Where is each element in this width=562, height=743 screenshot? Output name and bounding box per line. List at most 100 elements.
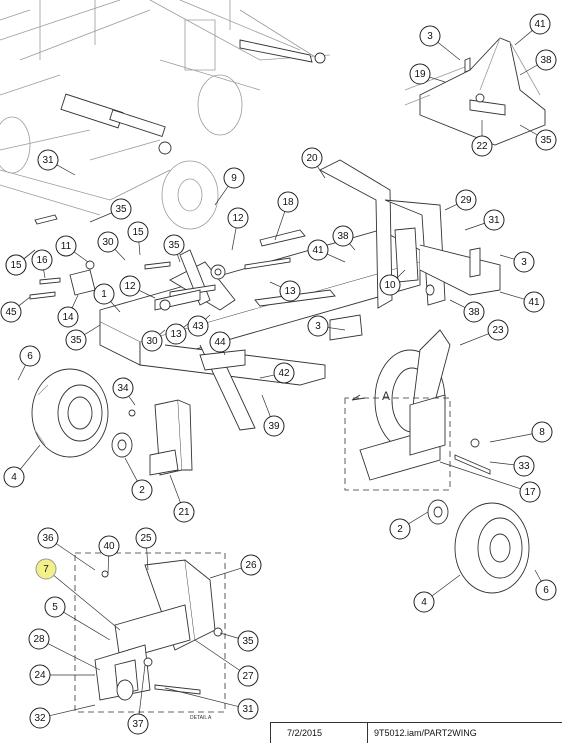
callout-bubble bbox=[127, 221, 149, 243]
callout-bubble bbox=[273, 362, 295, 384]
callout-bubble bbox=[237, 698, 259, 720]
callout-layer: 3411938223531209183512293115301535114138… bbox=[0, 13, 557, 735]
callout-bubble bbox=[301, 147, 323, 169]
callout-number: 3 bbox=[427, 31, 433, 42]
callout-number: 34 bbox=[117, 383, 129, 394]
callout-c30-b: 30 bbox=[141, 330, 163, 352]
leader-c20 bbox=[317, 166, 326, 179]
callout-c44: 44 bbox=[209, 331, 231, 353]
callout-c19: 19 bbox=[409, 63, 431, 85]
leader-c41-r bbox=[499, 291, 525, 300]
callout-number: 14 bbox=[62, 312, 74, 323]
callout-bubble bbox=[28, 628, 50, 650]
leader-c15-a bbox=[138, 241, 141, 256]
leader-c41-inset bbox=[514, 30, 533, 46]
leader-c31-r bbox=[464, 222, 485, 231]
leader-c13-a bbox=[269, 281, 282, 288]
inset-tower-view bbox=[404, 37, 546, 146]
callout-c31-top: 31 bbox=[37, 149, 59, 171]
callout-bubble bbox=[173, 501, 195, 523]
callout-number: 45 bbox=[5, 307, 17, 318]
callout-c16: 16 bbox=[31, 249, 53, 271]
drawing-filename: 9T5012.iam/PART2WING bbox=[374, 728, 477, 738]
callout-bubble bbox=[332, 225, 354, 247]
callout-c22: 22 bbox=[471, 135, 493, 157]
callout-c38-mid: 38 bbox=[332, 225, 354, 247]
callout-bubble bbox=[29, 664, 51, 686]
callout-number: 38 bbox=[337, 231, 349, 242]
callout-c6-r: 6 bbox=[535, 579, 557, 601]
callout-bubble bbox=[0, 301, 22, 323]
callout-bubble bbox=[110, 198, 132, 220]
leader-c19 bbox=[429, 76, 446, 83]
callout-number: 30 bbox=[146, 336, 158, 347]
callout-number: 7 bbox=[43, 564, 49, 575]
callout-bubble bbox=[93, 283, 115, 305]
callout-number: 19 bbox=[414, 69, 426, 80]
callout-bubble bbox=[419, 25, 441, 47]
callout-c23: 23 bbox=[487, 319, 509, 341]
leader-c10 bbox=[396, 269, 406, 279]
callout-c39: 39 bbox=[263, 415, 285, 437]
callout-bubble bbox=[529, 13, 551, 35]
callout-c35-b: 35 bbox=[163, 234, 185, 256]
callout-number: 41 bbox=[528, 297, 540, 308]
leader-c43 bbox=[205, 314, 211, 320]
callout-bubble bbox=[119, 275, 141, 297]
callout-number: 35 bbox=[242, 636, 254, 647]
callout-number: 6 bbox=[543, 585, 549, 596]
callout-c41-inset: 41 bbox=[529, 13, 551, 35]
callout-c31-b: 31 bbox=[237, 698, 259, 720]
leader-c25 bbox=[146, 547, 149, 571]
leader-c6-l bbox=[17, 364, 26, 381]
leader-c42 bbox=[259, 374, 275, 379]
callout-number: 27 bbox=[242, 671, 254, 682]
callout-number: 3 bbox=[521, 257, 527, 268]
callout-c20: 20 bbox=[301, 147, 323, 169]
leader-c6-r bbox=[534, 569, 542, 582]
callout-number: 31 bbox=[242, 704, 254, 715]
callout-number: 29 bbox=[460, 195, 472, 206]
callout-c7: 7 bbox=[35, 558, 57, 580]
callout-c37: 37 bbox=[127, 713, 149, 735]
leader-c38-inset bbox=[519, 64, 538, 76]
callout-number: 20 bbox=[306, 153, 318, 164]
callout-bubble bbox=[97, 231, 119, 253]
callout-bubble bbox=[3, 466, 25, 488]
leader-c17 bbox=[439, 461, 521, 490]
callout-number: 16 bbox=[36, 255, 48, 266]
callout-bubble bbox=[535, 49, 557, 71]
leader-c39 bbox=[261, 394, 271, 417]
callout-number: 4 bbox=[11, 472, 17, 483]
callout-c8: 8 bbox=[531, 421, 553, 443]
callout-number: 15 bbox=[132, 227, 144, 238]
callout-number: 2 bbox=[139, 485, 145, 496]
callout-number: 36 bbox=[42, 533, 54, 544]
callout-bubble bbox=[519, 481, 541, 503]
callout-bubble bbox=[57, 306, 79, 328]
callout-bubble bbox=[141, 330, 163, 352]
callout-bubble bbox=[237, 630, 259, 652]
callout-number: 12 bbox=[232, 213, 244, 224]
callout-number: 24 bbox=[34, 670, 46, 681]
callout-number: 40 bbox=[103, 541, 115, 552]
callout-bubble bbox=[471, 135, 493, 157]
detail-a-view: DETAIL A bbox=[74, 552, 226, 721]
callout-c3-r: 3 bbox=[513, 251, 535, 273]
leader-c26 bbox=[209, 567, 242, 579]
callout-number: 5 bbox=[52, 602, 58, 613]
callout-bubble bbox=[37, 149, 59, 171]
callout-number: 30 bbox=[102, 237, 114, 248]
leader-c3-inset bbox=[437, 41, 461, 61]
callout-bubble bbox=[135, 527, 157, 549]
callout-bubble bbox=[37, 527, 59, 549]
leader-c30-a bbox=[114, 249, 126, 261]
callout-bubble bbox=[55, 235, 77, 257]
callout-c43: 43 bbox=[187, 315, 209, 337]
leader-c3-r bbox=[499, 254, 515, 260]
callout-bubble bbox=[483, 209, 505, 231]
callout-c4-l: 4 bbox=[3, 466, 25, 488]
callout-c29: 29 bbox=[455, 189, 477, 211]
leader-c38-r bbox=[449, 299, 466, 308]
callout-bubble bbox=[279, 280, 301, 302]
